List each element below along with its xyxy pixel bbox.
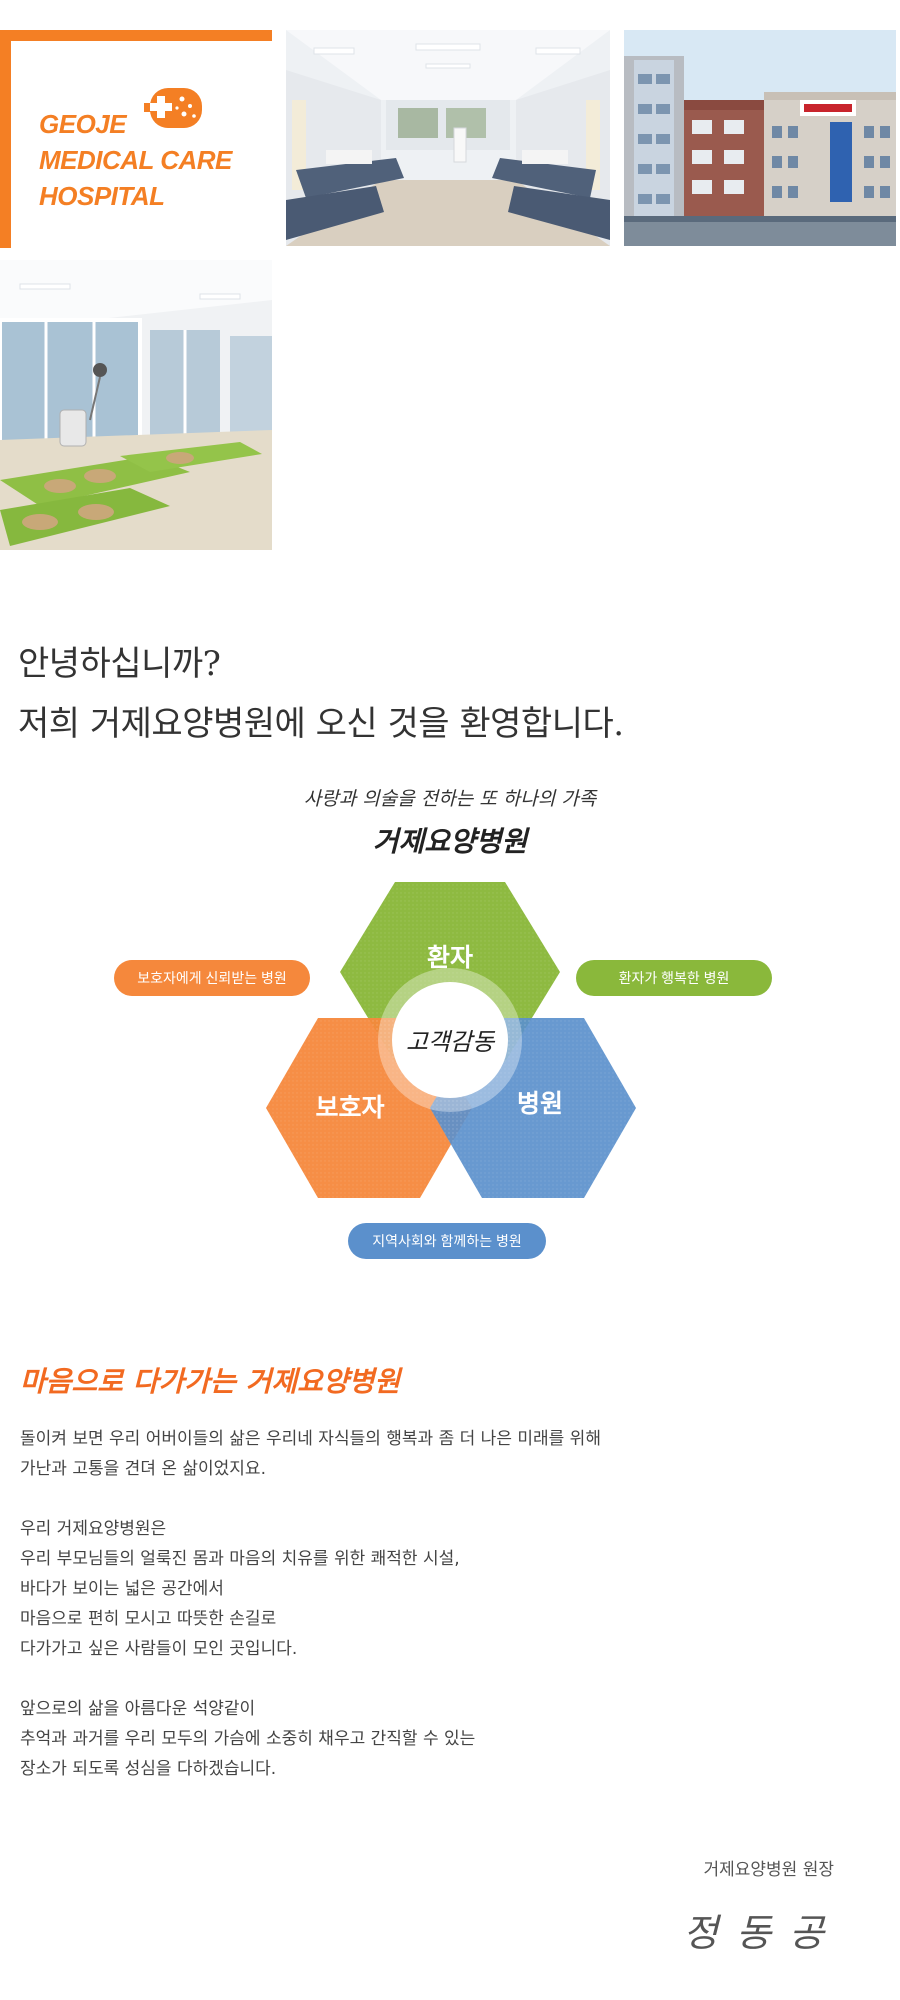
message-line: 추억과 과거를 우리 모두의 가슴에 소중히 채우고 간직할 수 있는 [20,1729,476,1749]
message-line: 바다가 보이는 넓은 공간에서 [20,1579,224,1599]
logo-text: GEOJE MEDICAL CARE HOSPITAL [39,106,232,214]
slogan-hospital-name: 거제요양병원 [372,825,528,858]
section-title: 마음으로 다가가는 거제요양병원 [20,1365,401,1398]
logo-line-3: HOSPITAL [39,181,165,211]
hospital-building-photo [624,30,896,246]
greeting-line-1: 안녕하십니까? [18,644,221,684]
hospital-logo-tile: GEOJE MEDICAL CARE HOSPITAL [0,30,272,248]
logo-accent-bar-top [0,30,272,41]
message-line: 다가가고 싶은 사람들이 모인 곳입니다. [20,1639,298,1659]
message-line: 가난과 고통을 견뎌 온 삶이었지요. [20,1459,266,1479]
pill-patient-happy: 환자가 행복한 병원 [576,960,772,996]
logo-accent-bar-left [0,30,11,248]
message-line: 장소가 되도록 성심을 다하겠습니다. [20,1759,277,1779]
logo-line-2: MEDICAL CARE [39,145,232,175]
message-line: 우리 거제요양병원은 [20,1519,167,1539]
therapy-room-photo [0,260,272,550]
medical-cross-icon [144,88,202,128]
message-line: 앞으로의 삶을 아름다운 석양같이 [20,1699,256,1719]
hex-guardian-label: 보호자 [315,1093,385,1122]
hex-patient-label: 환자 [426,943,473,972]
pill-guardian-trust: 보호자에게 신뢰받는 병원 [114,960,310,996]
director-signature: 정동공 [683,1911,842,1955]
pill-community: 지역사회와 함께하는 병원 [348,1223,546,1259]
message-body: 돌이켜 보면 우리 어버이들의 삶은 우리네 자식들의 행복과 좀 더 나은 미… [20,1424,880,1784]
message-line: 돌이켜 보면 우리 어버이들의 삶은 우리네 자식들의 행복과 좀 더 나은 미… [20,1429,601,1449]
greeting-line-2: 저희 거제요양병원에 오신 것을 환영합니다. [18,704,624,744]
message-line: 마음으로 편히 모시고 따뜻한 손길로 [20,1609,277,1629]
value-diagram: 환자 보호자 병원 고객감동 보호자에게 신뢰받는 병원 환자가 행복한 병원 … [0,880,900,1300]
logo-line-1: GEOJE [39,109,127,139]
message-line: 우리 부모님들의 얼룩진 몸과 마음의 치유를 위한 쾌적한 시설, [20,1549,460,1569]
hex-hospital-label: 병원 [516,1089,563,1118]
greeting-heading: 안녕하십니까? 저희 거제요양병원에 오신 것을 환영합니다. [18,634,624,754]
ward-room-photo [286,30,610,246]
slogan-tagline: 사랑과 의술을 전하는 또 하나의 가족 [303,788,597,810]
director-title: 거제요양병원 원장 [703,1860,834,1880]
center-label: 고객감동 [405,1028,495,1056]
